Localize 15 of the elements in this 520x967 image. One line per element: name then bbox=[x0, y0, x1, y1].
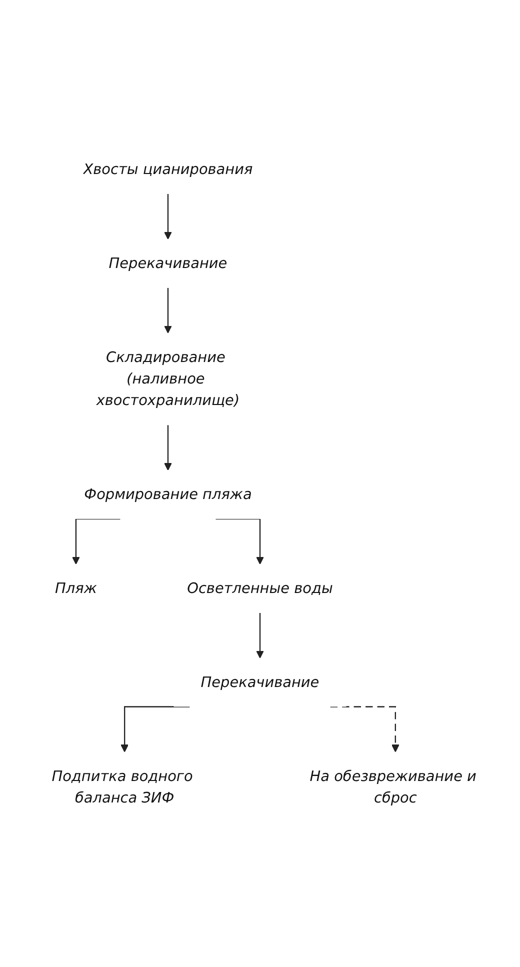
arrow bbox=[330, 706, 400, 752]
arrow bbox=[164, 287, 172, 334]
arrow bbox=[72, 518, 120, 564]
arrow bbox=[164, 424, 172, 470]
node-text: Пляж bbox=[55, 579, 97, 596]
node-text: На обезвреживание и сброс bbox=[310, 766, 476, 806]
arrow bbox=[120, 706, 190, 752]
arrow bbox=[216, 518, 264, 564]
node-text: Подпитка водного баланса ЗИФ bbox=[52, 766, 193, 806]
node-text: Перекачивание bbox=[108, 254, 228, 272]
node-text: Перекачивание bbox=[200, 673, 320, 690]
arrow bbox=[256, 612, 264, 658]
node-text: Осветленные воды bbox=[187, 579, 333, 596]
node-text: Складирование (наливное хвостохранилище) bbox=[96, 348, 240, 409]
arrow bbox=[164, 193, 172, 240]
